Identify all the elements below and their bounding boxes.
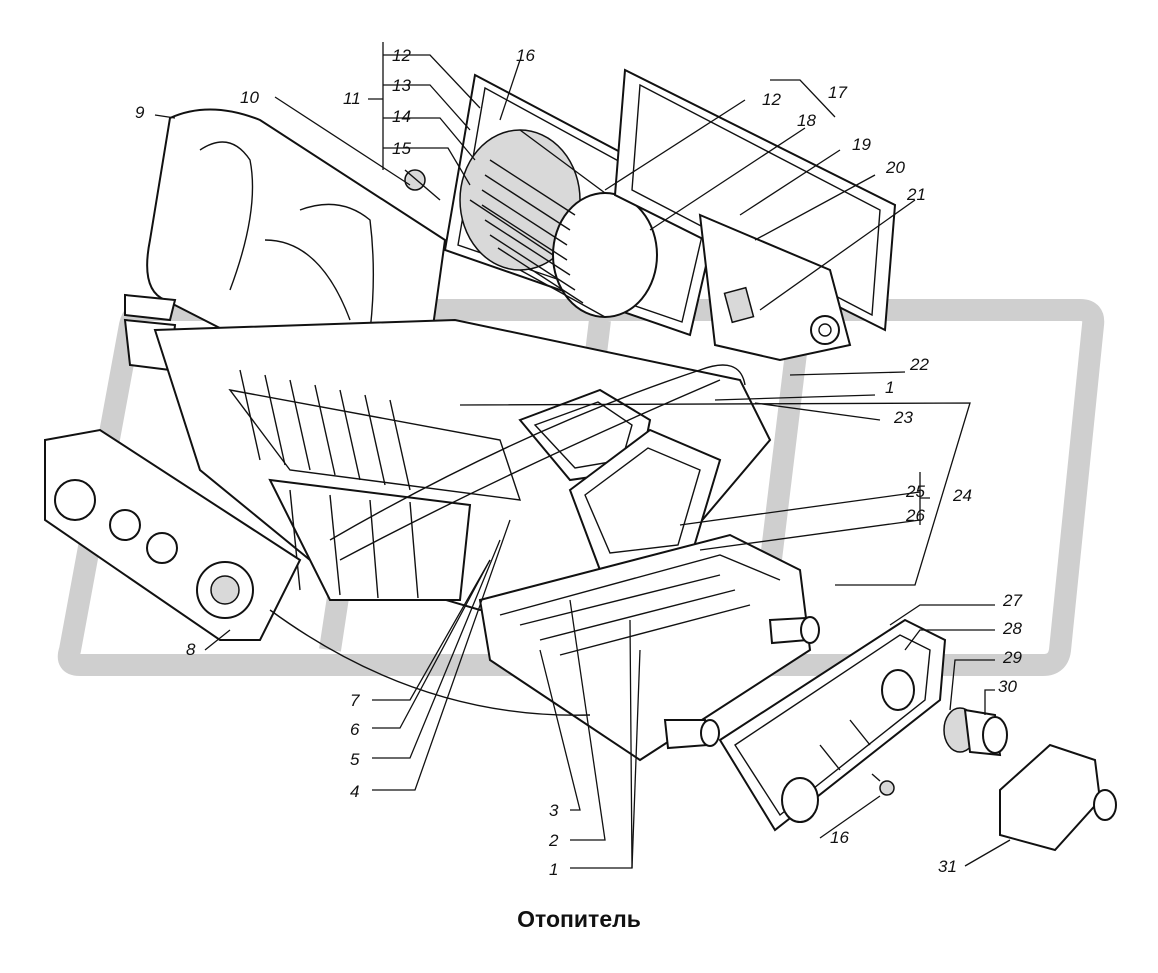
callout-1-lower: 1 [549, 860, 558, 879]
callout-31: 31 [938, 857, 957, 876]
callout-25: 25 [905, 482, 925, 501]
corrugated-duct [239, 369, 411, 491]
callout-8: 8 [186, 640, 196, 659]
part-8-control-panel [44, 428, 302, 641]
callout-14: 14 [392, 107, 411, 126]
part-17-filter-frame [613, 68, 897, 332]
callout-12-upper: 12 [392, 46, 411, 65]
fan-blades [481, 159, 584, 304]
callout-9: 9 [135, 103, 145, 122]
diagram-caption: Отопитель [517, 906, 641, 932]
callout-6: 6 [350, 720, 360, 739]
callout-19: 19 [852, 135, 871, 154]
leader-lines [154, 42, 1011, 869]
callout-21: 21 [906, 185, 926, 204]
main-heater-body [153, 318, 772, 612]
part-31-valve-housing [999, 743, 1117, 852]
callout-27: 27 [1002, 591, 1022, 610]
callout-17: 17 [828, 83, 847, 102]
callout-18: 18 [797, 111, 816, 130]
callout-15: 15 [392, 139, 411, 158]
callout-numbers: 9 10 11 12 13 14 15 16 17 12 18 19 20 21… [135, 46, 1022, 879]
callout-7: 7 [350, 691, 360, 710]
callout-2: 2 [548, 831, 559, 850]
callout-3: 3 [549, 801, 559, 820]
part-16-screw [871, 773, 895, 796]
part-3-radiator [478, 533, 820, 762]
callout-26: 26 [905, 506, 925, 525]
callout-28: 28 [1002, 619, 1022, 638]
part-11-blower-assembly [404, 73, 722, 337]
callout-23: 23 [893, 408, 913, 427]
callout-11: 11 [343, 89, 361, 108]
callout-13: 13 [392, 76, 411, 95]
callout-30: 30 [998, 677, 1017, 696]
callout-4: 4 [350, 782, 359, 801]
callout-12-lower: 12 [762, 90, 781, 109]
radiator-pipes [663, 616, 820, 750]
callout-10: 10 [240, 88, 259, 107]
callout-16-upper: 16 [516, 46, 535, 65]
callout-1-upper: 1 [885, 378, 894, 397]
callout-24: 24 [952, 486, 972, 505]
callout-16-lower: 16 [830, 828, 849, 847]
part-19-right-housing [698, 213, 852, 362]
callout-22: 22 [909, 355, 929, 374]
callout-5: 5 [350, 750, 360, 769]
callout-20: 20 [885, 158, 905, 177]
part-28-radiator-cover [718, 618, 947, 832]
part-29-30-valve [943, 707, 1008, 757]
callout-29: 29 [1002, 648, 1022, 667]
